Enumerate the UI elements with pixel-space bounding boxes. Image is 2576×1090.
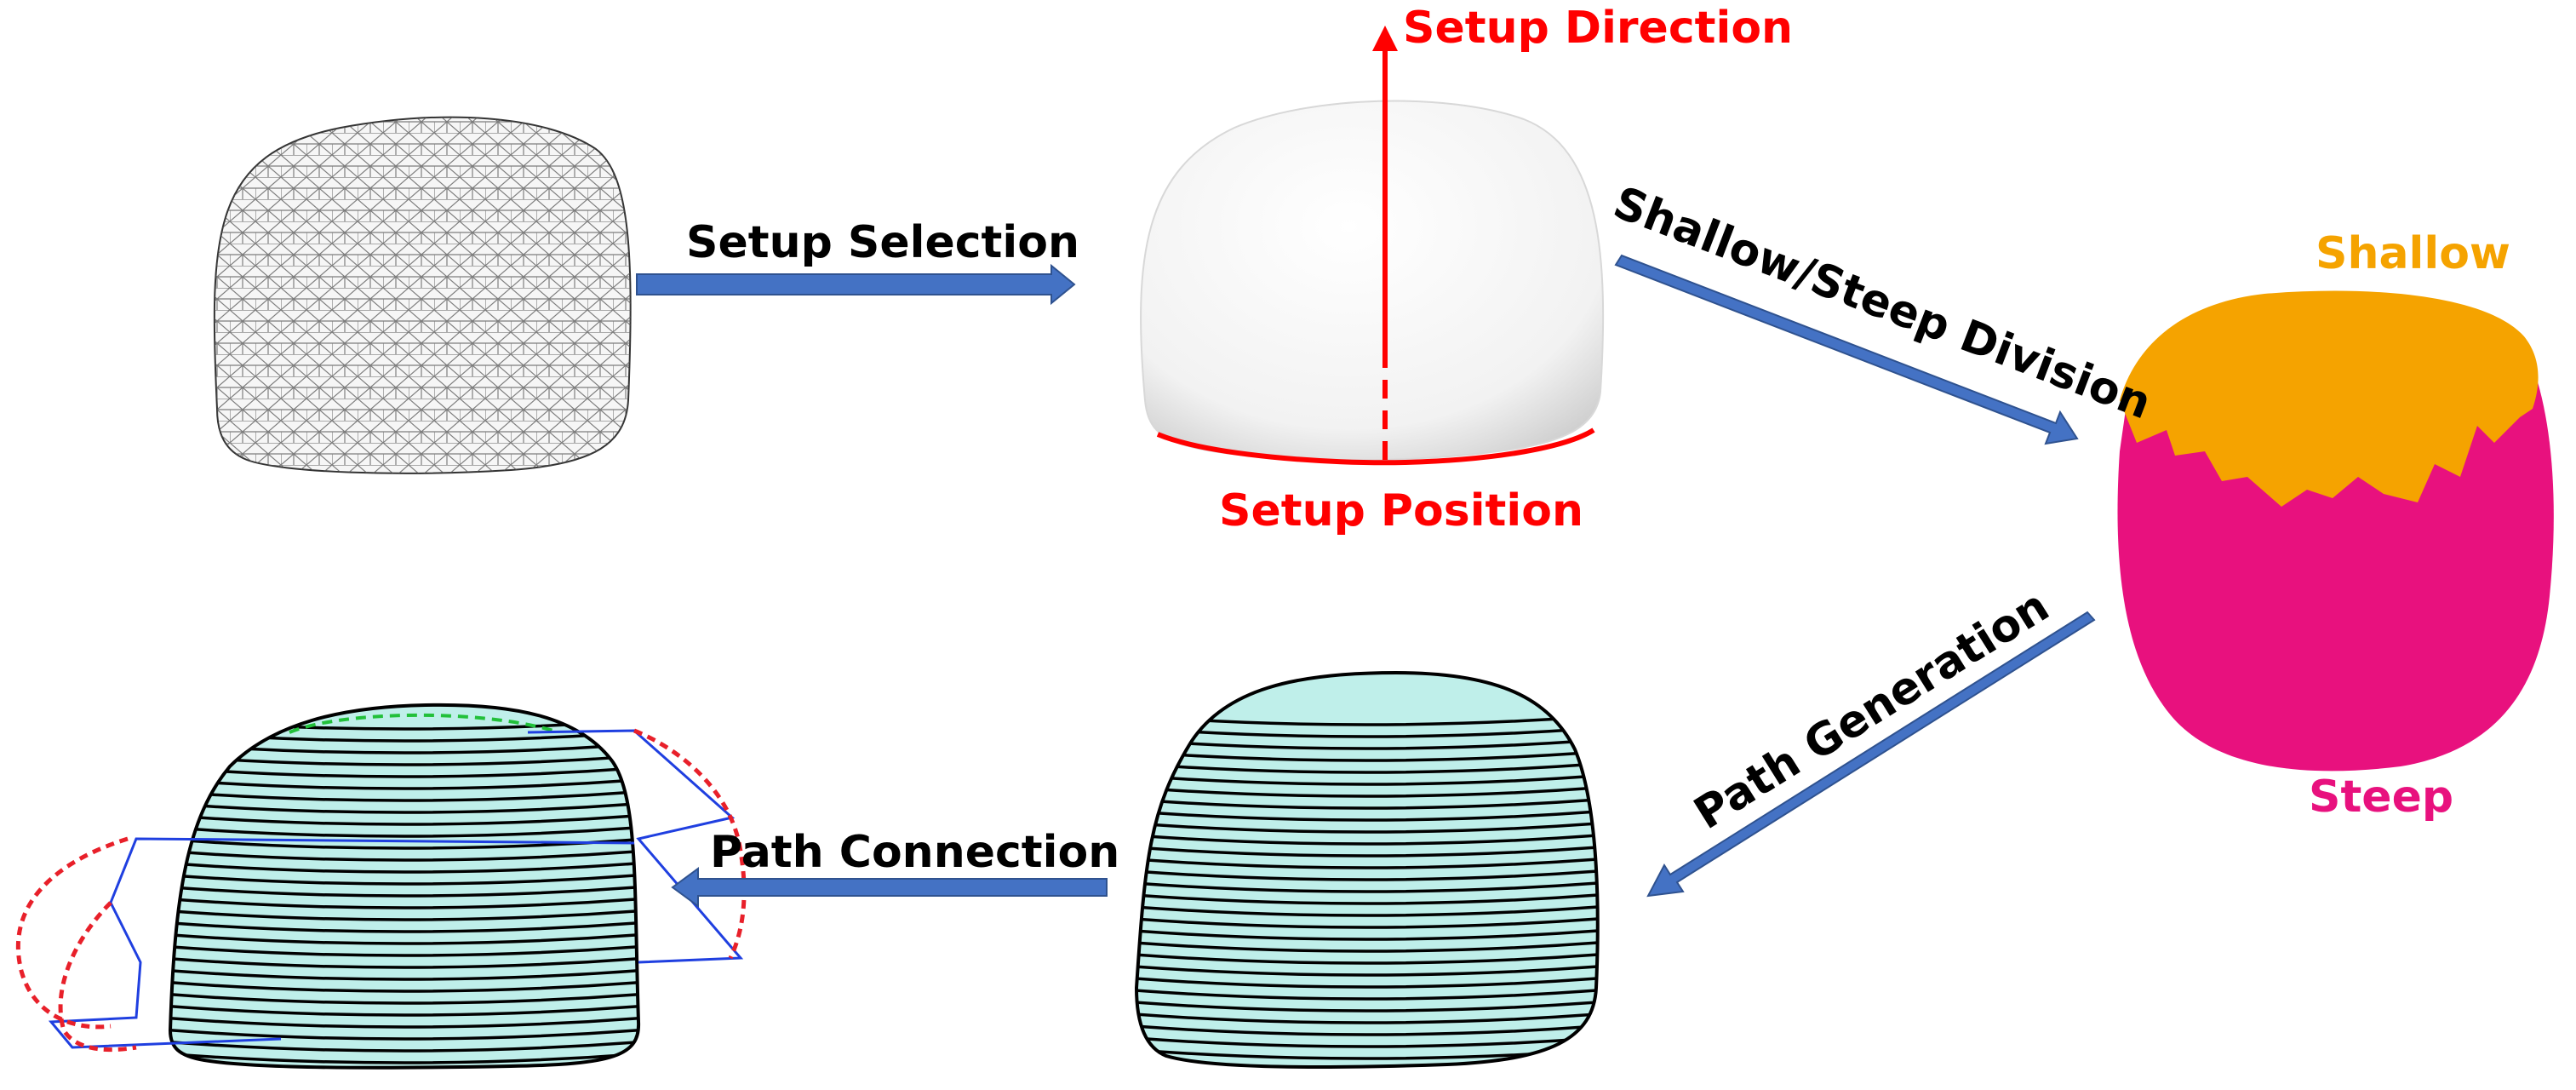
toolpath-contour [170, 777, 639, 790]
toolpath-contour [170, 801, 639, 814]
toolpath-contour [1136, 797, 1598, 810]
toolpath-contour [1136, 773, 1598, 786]
connected-paths-model [15, 703, 747, 1070]
toolpath-contour [170, 897, 639, 909]
connection-green-top [289, 713, 554, 734]
toolpath-contour [170, 885, 639, 898]
toolpath-contour [170, 1004, 639, 1017]
toolpath-contour [1136, 761, 1598, 774]
toolpath-contour [1136, 964, 1598, 977]
toolpath-contour [170, 1016, 639, 1029]
arrow-path-generation [1646, 611, 2096, 898]
connection-blue-right [527, 729, 744, 964]
toolpath-contour [1136, 845, 1598, 858]
toolpath-contour [1136, 809, 1598, 822]
path-generation-label: Path Generation [1686, 581, 2058, 840]
setup-direction-arrowhead [1372, 26, 1398, 51]
connection-red-left-1 [15, 836, 129, 1030]
toolpath-contour [1136, 1024, 1598, 1036]
toolpath-contour [170, 1040, 639, 1053]
toolpath-contour [1136, 821, 1598, 834]
toolpath-contour [1136, 857, 1598, 869]
toolpath-contour [170, 980, 639, 993]
toolpath-contour [170, 1028, 639, 1041]
toolpath-contour [1136, 940, 1598, 953]
toolpath-contour [170, 861, 639, 874]
toolpath-contour [1136, 737, 1598, 750]
steep-label: Steep [2309, 772, 2453, 823]
toolpath-contour [1136, 976, 1598, 989]
shallow-region [2120, 290, 2539, 507]
toolpath-contour [1136, 1012, 1598, 1024]
toolpath-contour [1136, 785, 1598, 798]
toolpath-contour [170, 956, 639, 969]
toolpath-contour [170, 789, 639, 802]
arrow-setup-selection [636, 263, 1076, 306]
toolpath-contour [170, 909, 639, 921]
connection-red-left-2 [58, 901, 137, 1053]
path-connection-label: Path Connection [710, 827, 1119, 878]
shallow-label: Shallow [2316, 228, 2510, 279]
toolpath-contour [1136, 1036, 1598, 1048]
toolpath-contour [1136, 916, 1598, 929]
arrow-shallow-steep-division [1614, 254, 2079, 445]
mesh-model [213, 116, 632, 474]
setup-selection-label: Setup Selection [686, 217, 1079, 268]
toolpath-contour [170, 873, 639, 886]
shallow-steep-model [2117, 290, 2554, 772]
shallow-steep-division-label: Shallow/Steep Division [1606, 177, 2157, 429]
toolpath-contour [1136, 869, 1598, 881]
toolpath-contour [170, 992, 639, 1005]
toolpath-contour [1136, 988, 1598, 1001]
toolpath-contour [170, 1052, 639, 1064]
toolpath-contour [170, 825, 639, 838]
toolpath-contour [170, 968, 639, 981]
toolpath-contour [1136, 1000, 1598, 1013]
toolpath-contour [170, 921, 639, 933]
toolpath-contour [1136, 833, 1598, 846]
setup-position-base-edge [1156, 427, 1595, 466]
connection-blue-lines [48, 837, 635, 1049]
toolpath-contour [170, 766, 639, 778]
toolpath-contour [1136, 749, 1598, 762]
setup-model [1140, 26, 1605, 468]
toolpath-contour [1136, 881, 1598, 893]
setup-direction-label: Setup Direction [1403, 3, 1793, 54]
arrow-path-connection [671, 867, 1108, 908]
toolpath-contour [1136, 904, 1598, 917]
generated-paths-model [1124, 670, 1609, 1082]
connection-red-right [633, 728, 747, 960]
toolpath-contour [1124, 1073, 1609, 1082]
toolpath-contour [170, 849, 639, 862]
toolpath-contour [1136, 892, 1598, 905]
toolpath-contour [170, 932, 639, 945]
toolpath-contour [170, 944, 639, 957]
toolpath-contour [170, 813, 639, 826]
toolpath-contour [1136, 928, 1598, 941]
toolpath-contour [1136, 952, 1598, 965]
setup-position-label: Setup Position [1219, 485, 1583, 536]
